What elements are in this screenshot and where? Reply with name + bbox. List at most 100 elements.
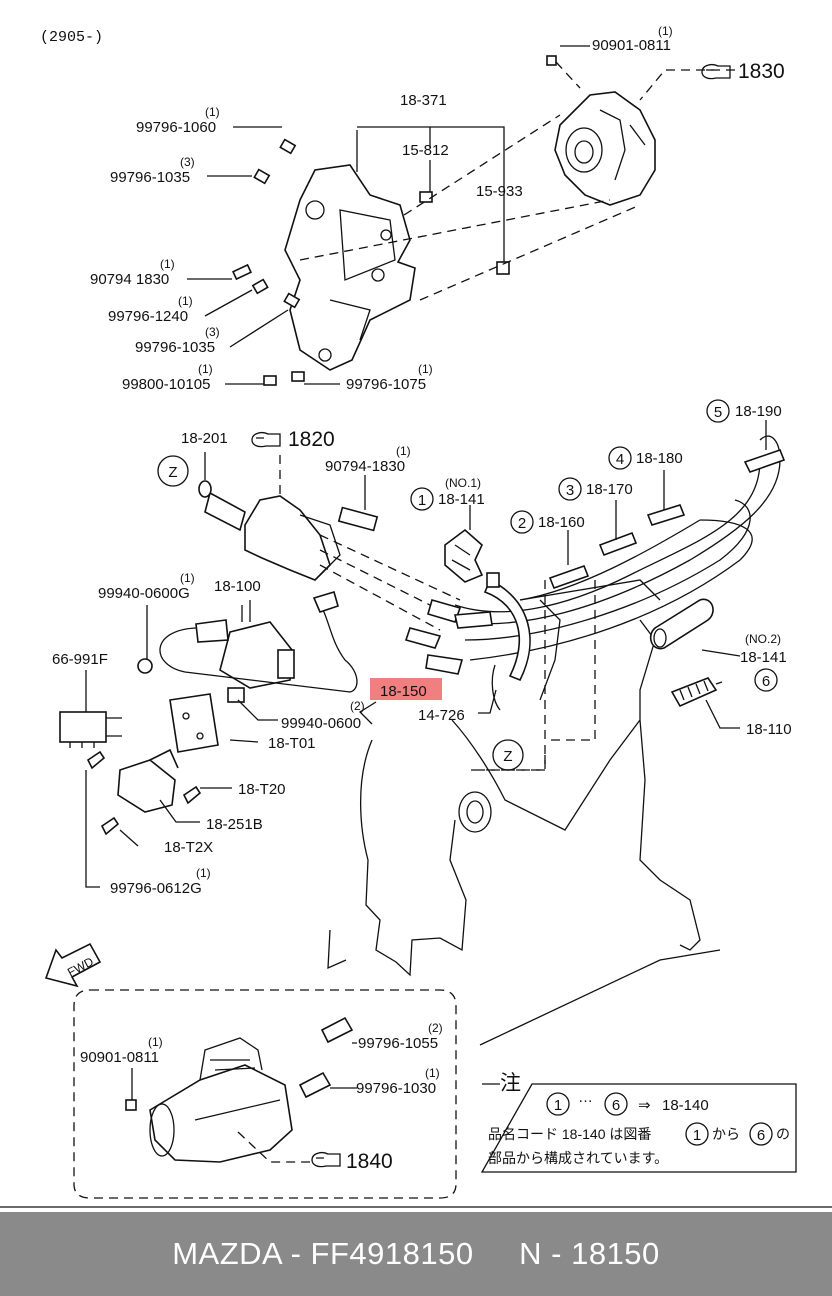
- part-label-text: (NO.2): [745, 632, 781, 646]
- section-code: (2905-): [40, 29, 103, 46]
- labels-lower: 14-726 (2) 99940-0600 18-T01 18-T20 18-2…: [110, 699, 465, 897]
- part-label-text: (2): [350, 699, 365, 713]
- label-15-812: 15-812: [402, 142, 449, 159]
- pointing-hand-icon: [311, 1152, 341, 1168]
- label-18-371: 18-371: [400, 92, 447, 109]
- label-99796-1055: 99796-1055: [358, 1035, 438, 1052]
- part-label-text: 1: [554, 1097, 562, 1114]
- part-label-text: (3): [205, 325, 220, 339]
- top-leaders: [187, 45, 735, 385]
- circle-z-bottom: [492, 739, 524, 771]
- part-label-text: 6: [757, 1127, 765, 1144]
- label-18-t20: 18-T20: [238, 781, 286, 798]
- marker-6: 6: [762, 673, 770, 690]
- label-99796-0612g: 99796-0612G: [110, 880, 202, 897]
- wire-separator-no1: [444, 528, 484, 583]
- bracket-bolts: [231, 55, 641, 386]
- middle-leaders: [146, 420, 767, 771]
- label-99796-1035: 99796-1035: [110, 169, 190, 186]
- part-label-text: (1): [205, 105, 220, 119]
- label-18-110: 18-110: [746, 721, 792, 738]
- fwd-arrow: FWD: [44, 942, 102, 988]
- part-label-text: ⇒: [638, 1097, 651, 1114]
- part-label-text: (1): [178, 294, 193, 308]
- highlight-18-150: 18-150: [370, 678, 442, 700]
- labels-middle: 18-201 (1) 90794-1830 (NO.1) 18-141 18-1…: [52, 403, 792, 738]
- label-18-t01: 18-T01: [268, 735, 316, 752]
- label-90794-1830-b: 90794-1830: [325, 458, 405, 475]
- label-18-141-no2: 18-141: [740, 649, 787, 666]
- ignition-coil: [159, 591, 358, 693]
- labels-top: (1) 90901-0811 18-371 15-812 15-933 (1) …: [90, 24, 673, 393]
- marker-2: 2: [518, 515, 526, 532]
- label-90901-0811-b: 90901-0811: [80, 1049, 159, 1066]
- part-label-text: (NO.1): [445, 476, 481, 490]
- label-18-190: 18-190: [735, 403, 782, 420]
- ref-pointer-1830: 1830: [701, 60, 785, 83]
- ref-1820: 1820: [288, 428, 335, 451]
- note-line2: 品名コード 18-140 は図番: [488, 1126, 651, 1142]
- note-target: 18-140: [662, 1097, 709, 1114]
- label-18-251b: 18-251B: [206, 816, 263, 833]
- label-99796-1035-b: 99796-1035: [135, 339, 215, 356]
- part-label-text: (3): [180, 155, 195, 169]
- part-label-text: 1: [693, 1127, 701, 1144]
- part-label-text: (1): [396, 444, 411, 458]
- part-label-text: 6: [612, 1097, 620, 1114]
- label-18-100: 18-100: [214, 578, 261, 595]
- part-label-text: (1): [418, 362, 433, 376]
- alternator-bracket: [284, 164, 416, 371]
- part-label-text: (1): [180, 571, 195, 585]
- label-18-150: 18-150: [380, 683, 427, 700]
- marker-1: 1: [418, 492, 426, 509]
- label-66-991f: 66-991F: [52, 651, 108, 668]
- note-box: 注 1 … 6 ⇒ 18-140 品名コード 18-140 は図番 1 から 6…: [480, 1072, 797, 1173]
- label-18-201: 18-201: [181, 430, 228, 447]
- part-label-text: から: [712, 1126, 740, 1142]
- marker-z-bottom: Z: [503, 748, 512, 765]
- alternator: [554, 91, 656, 206]
- label-99796-1075: 99796-1075: [346, 376, 426, 393]
- label-90794-1830: 90794 1830: [90, 271, 169, 288]
- igniter-module: [117, 658, 245, 813]
- label-90901-0811: 90901-0811: [592, 37, 671, 54]
- wire-separator-no2: [649, 598, 714, 650]
- label-99940-0600: 99940-0600: [281, 715, 361, 732]
- marker-3: 3: [566, 482, 574, 499]
- circle-z-top: [157, 455, 189, 487]
- part-label-text: (1): [425, 1066, 440, 1080]
- label-99940-0600g: 99940-0600G: [98, 585, 190, 602]
- part-label-text: (1): [148, 1035, 163, 1049]
- part-label-text: (1): [160, 257, 175, 271]
- circled-markers: Z Z 1 2 3 4 5 6: [157, 399, 778, 771]
- label-99796-1030: 99796-1030: [356, 1080, 436, 1097]
- label-18-t2x: 18-T2X: [164, 839, 213, 856]
- wire-clamp: [483, 572, 531, 711]
- label-18-160: 18-160: [538, 514, 585, 531]
- part-label-text: (1): [196, 866, 211, 880]
- note-title: 注: [500, 1072, 521, 1095]
- label-99796-1240: 99796-1240: [108, 308, 188, 325]
- part-label-text: (2): [428, 1021, 443, 1035]
- starter-inset: (1) 90901-0811 (2) 99796-1055 (1) 99796-…: [73, 989, 457, 1199]
- small-screws: [85, 699, 278, 888]
- marker-5: 5: [714, 404, 722, 421]
- ref-1840: 1840: [346, 1150, 393, 1173]
- marker-z-top: Z: [168, 464, 177, 481]
- spark-plug: [670, 677, 723, 708]
- label-15-933: 15-933: [476, 183, 523, 200]
- label-18-180: 18-180: [636, 450, 683, 467]
- distributor: [198, 455, 461, 631]
- part-label-text: の: [776, 1126, 790, 1142]
- ref-1830: 1830: [738, 60, 785, 83]
- label-99800-10105: 99800-10105: [122, 376, 210, 393]
- note-line3: 部品から構成されています。: [488, 1150, 668, 1166]
- ref-pointer-1820: 1820: [251, 428, 335, 451]
- connector-66-991f: [59, 670, 122, 748]
- pointing-hand-icon: [701, 64, 731, 80]
- part-label-text: (1): [658, 24, 673, 38]
- label-18-170: 18-170: [586, 481, 633, 498]
- footer-part-number: MAZDA - FF4918150 N - 18150: [172, 1236, 660, 1271]
- footer-bar: MAZDA - FF4918150 N - 18150: [0, 1212, 832, 1296]
- label-14-726: 14-726: [418, 707, 465, 724]
